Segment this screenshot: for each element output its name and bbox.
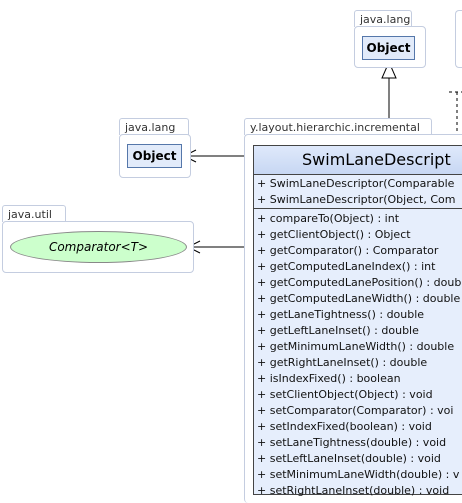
method-row[interactable]: + getLaneTightness() : double xyxy=(257,308,425,321)
constructor-row[interactable]: + SwimLaneDescriptor(Comparable xyxy=(257,177,455,190)
package-label: java.util xyxy=(8,208,52,221)
method-row[interactable]: + isIndexFixed() : boolean xyxy=(257,372,401,385)
class-swimlanedescriptor[interactable]: SwimLaneDescript + SwimLaneDescriptor(Co… xyxy=(253,145,462,497)
method-row[interactable]: + setComparator(Comparator) : voi xyxy=(257,404,454,417)
method-row[interactable]: + getRightLaneInset() : double xyxy=(257,356,428,369)
method-row[interactable]: + getComputedLanePosition() : doub xyxy=(257,276,462,289)
interface-comparator[interactable]: Comparator<T> xyxy=(10,231,187,263)
inheritance-arrowhead xyxy=(381,60,397,79)
method-row[interactable]: + setClientObject(Object) : void xyxy=(257,388,433,401)
methods-section: + compareTo(Object) : int + getClientObje… xyxy=(254,209,462,499)
class-title: SwimLaneDescript xyxy=(254,146,462,175)
method-row[interactable]: + compareTo(Object) : int xyxy=(257,212,400,225)
class-object-left[interactable]: Object xyxy=(127,144,182,168)
method-row[interactable]: + getComputedLaneIndex() : int xyxy=(257,260,436,273)
method-row[interactable]: + setRightLaneInset(double) : void xyxy=(257,484,450,497)
method-row[interactable]: + setIndexFixed(boolean) : void xyxy=(257,420,432,433)
method-row[interactable]: + getLeftLaneInset() : double xyxy=(257,324,419,337)
method-row[interactable]: + getClientObject() : Object xyxy=(257,228,411,241)
package-label: java.lang xyxy=(360,13,411,26)
package-partial-right xyxy=(455,10,462,68)
package-tab-java-util: java.util xyxy=(2,205,66,222)
class-object-top[interactable]: Object xyxy=(362,36,415,60)
constructors-section: + SwimLaneDescriptor(Comparable + SwimLan… xyxy=(254,175,462,209)
method-row[interactable]: + getComputedLaneWidth() : double xyxy=(257,292,461,305)
constructor-row[interactable]: + SwimLaneDescriptor(Object, Com xyxy=(257,193,456,206)
package-tab-incremental: y.layout.hierarchic.incremental xyxy=(244,118,432,135)
method-row[interactable]: + setLeftLaneInset(double) : void xyxy=(257,452,441,465)
package-label: java.lang xyxy=(125,121,176,134)
method-row[interactable]: + getMinimumLaneWidth() : double xyxy=(257,340,455,353)
method-row[interactable]: + setLaneTightness(double) : void xyxy=(257,436,447,449)
package-label: y.layout.hierarchic.incremental xyxy=(250,121,420,134)
package-tab-java-lang-left: java.lang xyxy=(119,118,189,135)
method-row[interactable]: + setMinimumLaneWidth(double) : v xyxy=(257,468,460,481)
method-row[interactable]: + getComparator() : Comparator xyxy=(257,244,439,257)
package-tab-java-lang-top: java.lang xyxy=(354,10,412,27)
